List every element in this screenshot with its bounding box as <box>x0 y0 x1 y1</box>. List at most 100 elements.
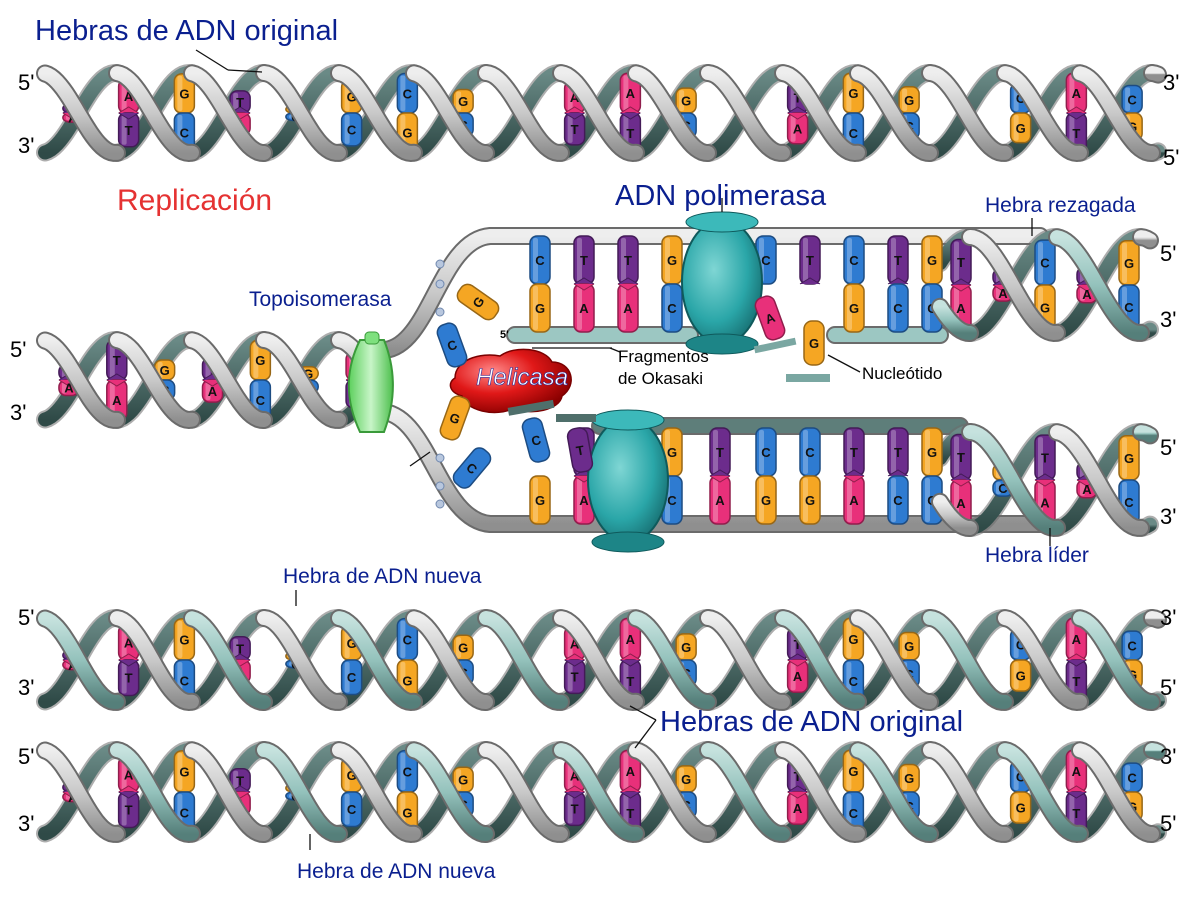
base-point <box>620 112 641 120</box>
base-G: G <box>921 427 943 477</box>
free-nucleotide-body <box>566 427 594 473</box>
base-point <box>787 106 808 114</box>
base-G: G <box>1009 791 1032 824</box>
okazaki-5-prime-label: 5' <box>500 329 509 341</box>
base-highlight <box>1013 662 1019 690</box>
base-point <box>564 112 585 120</box>
base-point <box>564 659 585 667</box>
base-letter: G <box>402 674 412 689</box>
base-letter: T <box>580 253 588 268</box>
base-C: C <box>843 235 865 285</box>
base-letter: G <box>535 493 545 508</box>
base-highlight <box>121 794 127 826</box>
base-letter: G <box>179 86 189 101</box>
base-point <box>1034 473 1056 481</box>
base-G: G <box>1118 239 1140 286</box>
base-letter: C <box>761 445 771 460</box>
base-highlight <box>253 342 259 378</box>
base-letter: G <box>904 93 914 108</box>
base-point <box>118 653 139 661</box>
base-highlight <box>790 794 796 823</box>
base-highlight <box>803 478 808 522</box>
base-letter: A <box>626 632 636 647</box>
base-letter: G <box>402 806 412 821</box>
okazaki-label-line1: Fragmentos <box>618 347 709 366</box>
free-nucleotide-body <box>803 320 825 366</box>
end-label: 5' <box>1160 675 1177 700</box>
base-T: T <box>887 427 909 477</box>
top-helix-strand <box>407 66 493 160</box>
base-point <box>106 379 128 387</box>
fork-top-helix-strand <box>963 230 1064 341</box>
fork-bottom-helix-strand <box>933 494 977 535</box>
base-highlight <box>1069 620 1075 658</box>
base-highlight <box>344 794 350 825</box>
base-letter: T <box>113 353 121 368</box>
bottom-helix-1-strand <box>110 611 199 710</box>
base-point <box>564 653 585 661</box>
fork-bead <box>435 481 445 491</box>
bottom-helix-2-strand <box>1073 743 1159 841</box>
base-point <box>787 791 808 799</box>
base-highlight <box>891 478 896 522</box>
base-A: A <box>786 112 809 145</box>
base-highlight <box>623 752 629 790</box>
base-letter: T <box>571 802 579 817</box>
base-highlight <box>1125 633 1131 658</box>
base-letter: G <box>1124 256 1134 271</box>
base-letter: C <box>667 301 677 316</box>
base-letter: G <box>402 126 412 141</box>
free-nucleotide: C <box>452 447 492 489</box>
base-letter: G <box>849 301 859 316</box>
base-point <box>564 791 585 799</box>
base-highlight <box>1080 482 1085 496</box>
base-letter: C <box>1040 256 1050 271</box>
base-C: C <box>887 475 909 525</box>
base-highlight <box>665 286 670 330</box>
fork-top-helix-strand <box>1134 230 1157 248</box>
base-G: G <box>529 475 551 525</box>
base-G: G <box>661 235 683 285</box>
base-highlight <box>400 620 406 658</box>
fork-bead <box>435 259 445 269</box>
base-C: C <box>1121 84 1143 114</box>
base-letter: G <box>347 768 357 783</box>
base-letter: G <box>805 493 815 508</box>
end-label: 3' <box>1163 70 1180 95</box>
base-letter: A <box>1082 287 1092 302</box>
base-letter: C <box>180 126 190 141</box>
base-point <box>118 106 139 114</box>
base-highlight <box>713 478 718 522</box>
fork-pointer <box>409 451 431 467</box>
base-highlight <box>679 635 685 658</box>
base-letter: A <box>849 493 859 508</box>
base-letter: G <box>761 493 771 508</box>
base-highlight <box>925 286 930 330</box>
free-nucleotide-body <box>754 295 786 341</box>
base-G: G <box>452 766 474 793</box>
base-highlight <box>891 238 896 282</box>
base-highlight <box>567 662 573 692</box>
base-C: C <box>340 112 363 147</box>
end-label: 5' <box>1160 811 1177 836</box>
base-G: G <box>843 283 865 333</box>
base-C: C <box>529 235 551 285</box>
backbone-fragment <box>753 337 797 354</box>
base-highlight <box>577 286 582 330</box>
base-letter: G <box>681 640 691 655</box>
base-highlight <box>846 752 852 790</box>
base-point <box>620 785 641 793</box>
base-G: G <box>755 475 777 525</box>
base-letter: C <box>849 126 859 141</box>
base-highlight <box>621 238 626 282</box>
free-nucleotide-body <box>456 283 500 321</box>
end-label: 5' <box>1163 145 1180 170</box>
mid-helix-strand <box>185 333 271 427</box>
base-letter: C <box>1124 300 1134 315</box>
bottom-helix-2-strand <box>851 743 937 841</box>
bottom-helix-2-strand <box>776 743 865 842</box>
topoisomerase-enzyme <box>347 339 394 433</box>
base-G: G <box>529 283 551 333</box>
end-label: 5' <box>1160 241 1177 266</box>
